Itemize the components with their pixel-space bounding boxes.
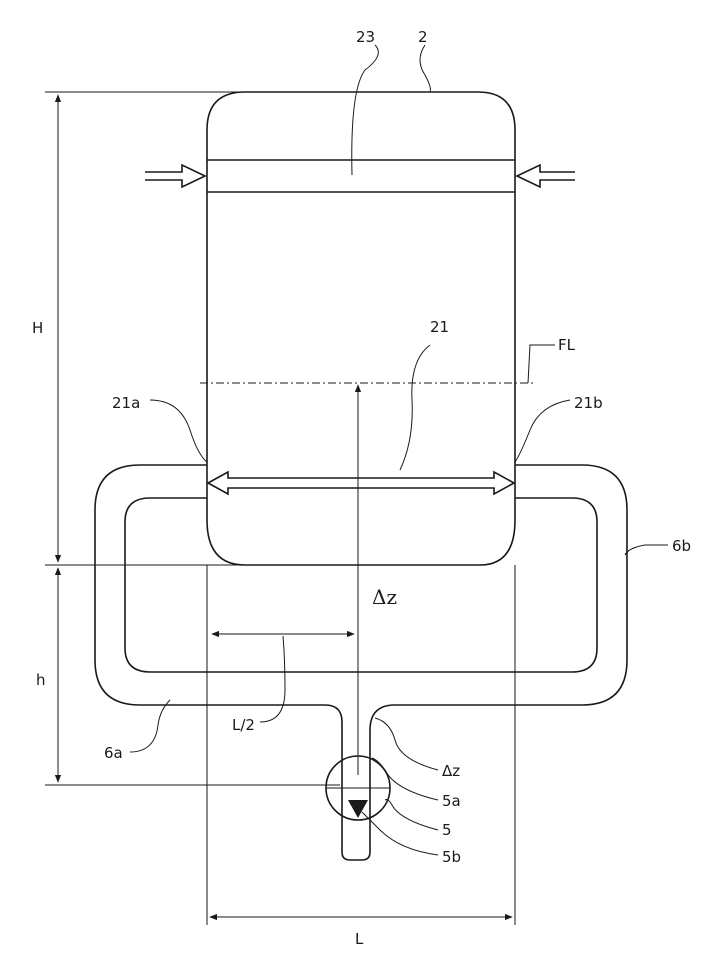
label-2: 2 (418, 28, 428, 46)
label-23: 23 (356, 28, 375, 46)
label-5: 5 (442, 821, 452, 839)
label-21b: 21b (574, 394, 603, 412)
label-5b: 5b (442, 848, 461, 866)
section-23 (207, 160, 515, 192)
leader-lines (130, 45, 668, 855)
label-H: H (32, 319, 43, 337)
label-delta-z: Δz (372, 585, 397, 609)
dimension-H (45, 92, 430, 565)
label-h: h (36, 671, 46, 689)
tube-21 (208, 472, 514, 494)
label-FL: FL (558, 336, 576, 354)
dimension-h (45, 568, 340, 785)
vessel-2 (207, 92, 515, 565)
label-6a: 6a (104, 744, 123, 762)
dimension-L (207, 565, 515, 925)
label-L: L (355, 930, 364, 948)
label-21: 21 (430, 318, 449, 336)
loop-inner (125, 498, 597, 672)
inlet-arrow-left (145, 165, 205, 187)
label-delta-z-small: Δz (442, 762, 460, 780)
label-L2: L/2 (232, 716, 255, 734)
inlet-arrow-right (517, 165, 575, 187)
label-6b: 6b (672, 537, 691, 555)
label-21a: 21a (112, 394, 140, 412)
label-5a: 5a (442, 792, 461, 810)
